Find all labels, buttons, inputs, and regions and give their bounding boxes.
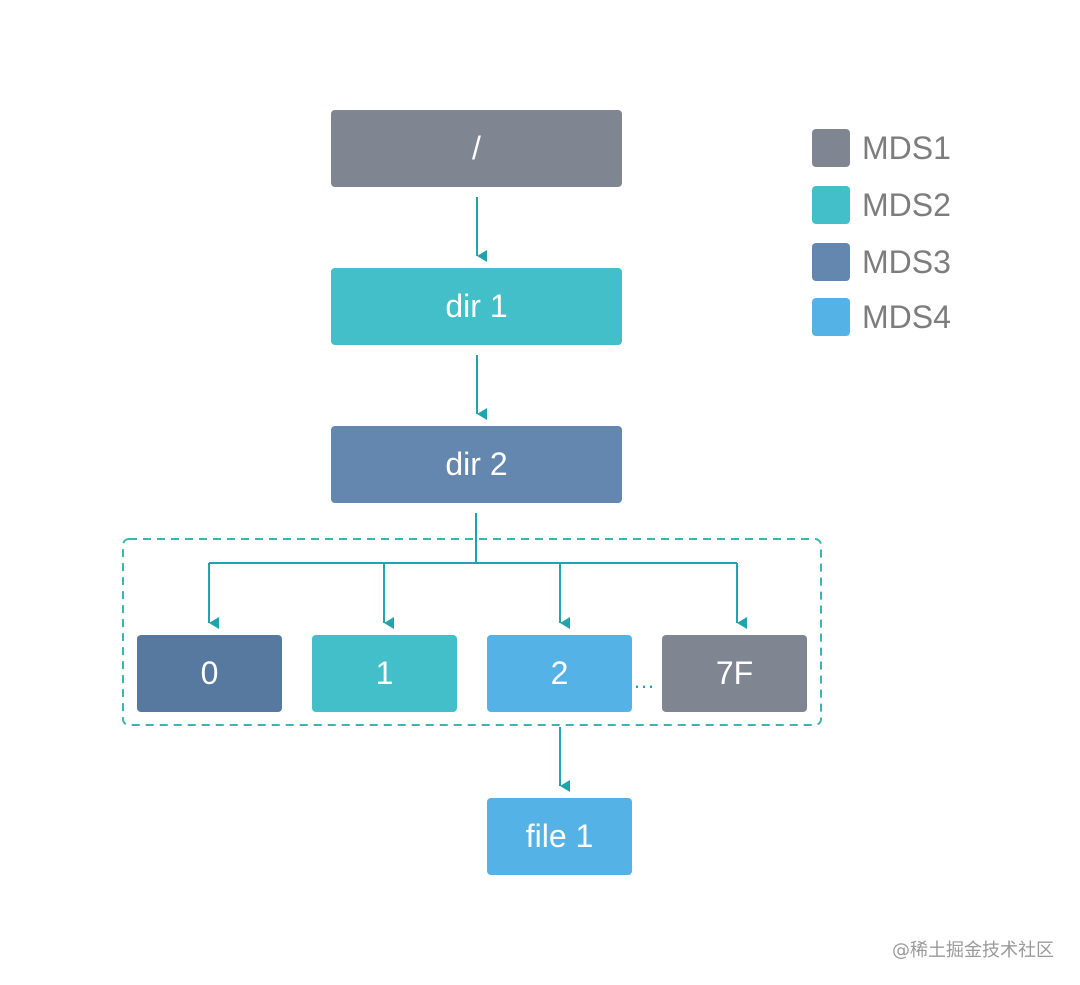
node-shard-2-label: 2 bbox=[550, 655, 569, 691]
node-shard-0: 0 bbox=[137, 635, 282, 712]
legend-label-mds2: MDS2 bbox=[862, 186, 951, 223]
legend-item-mds3: MDS3 bbox=[812, 242, 951, 282]
node-dir1: dir 1 bbox=[331, 268, 622, 345]
legend-item-mds1: MDS1 bbox=[812, 128, 951, 168]
legend-item-mds4: MDS4 bbox=[812, 297, 951, 337]
node-file1: file 1 bbox=[487, 798, 632, 875]
node-root-label: / bbox=[472, 130, 481, 166]
node-file1-label: file 1 bbox=[525, 818, 594, 854]
legend-swatch-mds1 bbox=[812, 129, 850, 167]
node-dir2-label: dir 2 bbox=[445, 446, 508, 482]
node-shard-7f: 7F bbox=[662, 635, 807, 712]
watermark: @稀土掘金技术社区 bbox=[892, 940, 1054, 961]
node-shard-1: 1 bbox=[312, 635, 457, 712]
legend-swatch-mds2 bbox=[812, 186, 850, 224]
node-dir2: dir 2 bbox=[331, 426, 622, 503]
node-shard-1-label: 1 bbox=[375, 655, 394, 691]
node-shard-0-label: 0 bbox=[200, 655, 219, 691]
legend-swatch-mds4 bbox=[812, 298, 850, 336]
shard-group-box bbox=[122, 538, 822, 726]
legend-label-mds4: MDS4 bbox=[862, 298, 951, 335]
ellipsis: … bbox=[633, 668, 656, 693]
legend-item-mds2: MDS2 bbox=[812, 185, 951, 225]
node-shard-7f-label: 7F bbox=[715, 655, 754, 691]
legend: MDS1 MDS2 MDS3 MDS4 bbox=[812, 128, 951, 354]
node-root: / bbox=[331, 110, 622, 187]
legend-swatch-mds3 bbox=[812, 243, 850, 281]
legend-label-mds3: MDS3 bbox=[862, 243, 951, 280]
node-dir1-label: dir 1 bbox=[445, 288, 508, 324]
node-shard-2: 2 bbox=[487, 635, 632, 712]
legend-label-mds1: MDS1 bbox=[862, 129, 951, 166]
